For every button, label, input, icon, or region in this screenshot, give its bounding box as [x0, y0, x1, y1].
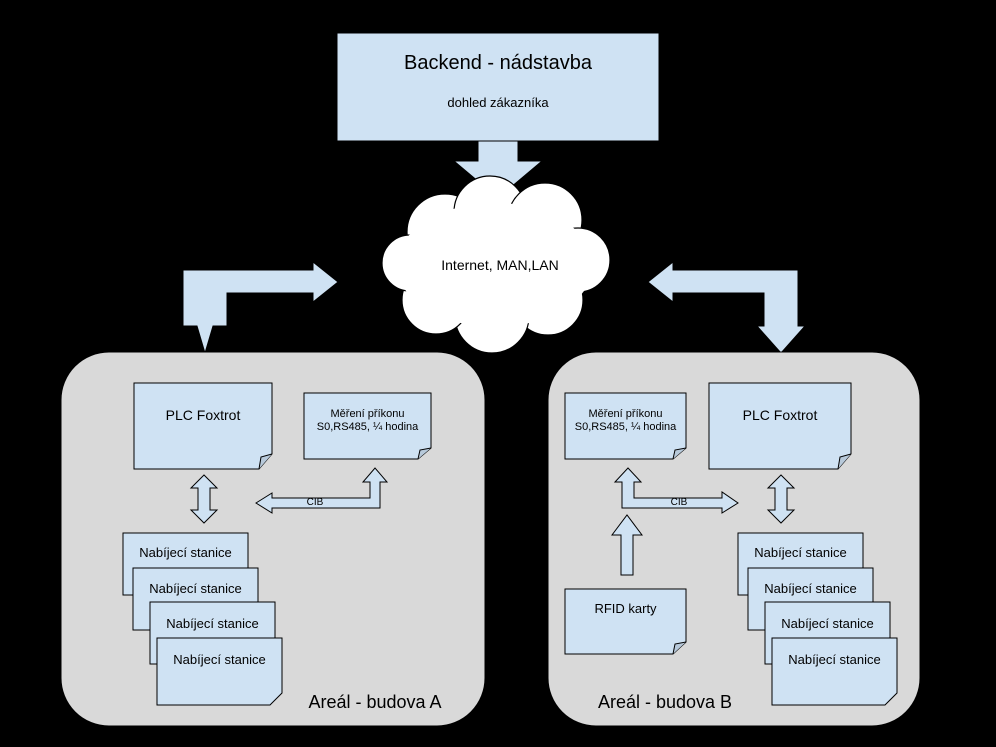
backend-subtitle: dohled zákazníka	[447, 95, 549, 110]
building-a-plc-box	[133, 382, 273, 470]
network-label: Internet, MAN,LAN	[441, 257, 559, 273]
building-a-cib-arrow	[255, 467, 389, 514]
backend-down-arrow	[452, 140, 544, 199]
building-b-station-2-label: Nabíjecí stanice	[764, 581, 857, 596]
building-b-plc-stations-arrow	[766, 474, 796, 524]
building-b-meter-label: Měření příkonu S0,RS485, ¼ hodina	[574, 408, 677, 433]
building-a-label: Areál - budova A	[308, 692, 442, 712]
building-a-meter-label: Měření příkonu S0,RS485, ¼ hodina	[316, 408, 419, 433]
building-b-cib-arrow	[613, 467, 739, 514]
building-a-station-4	[156, 637, 283, 706]
building-a-station-2-label: Nabíjecí stanice	[149, 581, 242, 596]
backend-title: Backend - nádstavba	[404, 52, 592, 74]
building-a-station-3-label: Nabíjecí stanice	[166, 616, 259, 631]
building-b-station-3-label: Nabíjecí stanice	[781, 616, 874, 631]
building-a-cib-label: CIB	[306, 497, 324, 508]
building-b-station-1-label: Nabíjecí stanice	[754, 545, 847, 560]
network-cloud	[381, 175, 611, 354]
building-b-rfid-label: RFID karty	[594, 601, 657, 616]
building-a-plc-stations-arrow	[189, 474, 219, 524]
building-b-label: Areál - budova B	[597, 692, 733, 712]
building-b-plc-label: PLC Foxtrot	[742, 407, 818, 423]
backend-box	[336, 32, 660, 142]
building-b-plc-box	[708, 382, 852, 470]
building-a-station-1-label: Nabíjecí stanice	[139, 545, 232, 560]
building-b-rfid-box	[564, 588, 687, 655]
building-a-station-4-label: Nabíjecí stanice	[173, 652, 266, 667]
building-b-station-4	[771, 637, 898, 706]
building-b-station-4-label: Nabíjecí stanice	[788, 652, 881, 667]
building-b-cib-label: CIB	[670, 497, 688, 508]
building-b-rfid-arrow	[611, 514, 643, 576]
building-a-plc-label: PLC Foxtrot	[165, 407, 241, 423]
